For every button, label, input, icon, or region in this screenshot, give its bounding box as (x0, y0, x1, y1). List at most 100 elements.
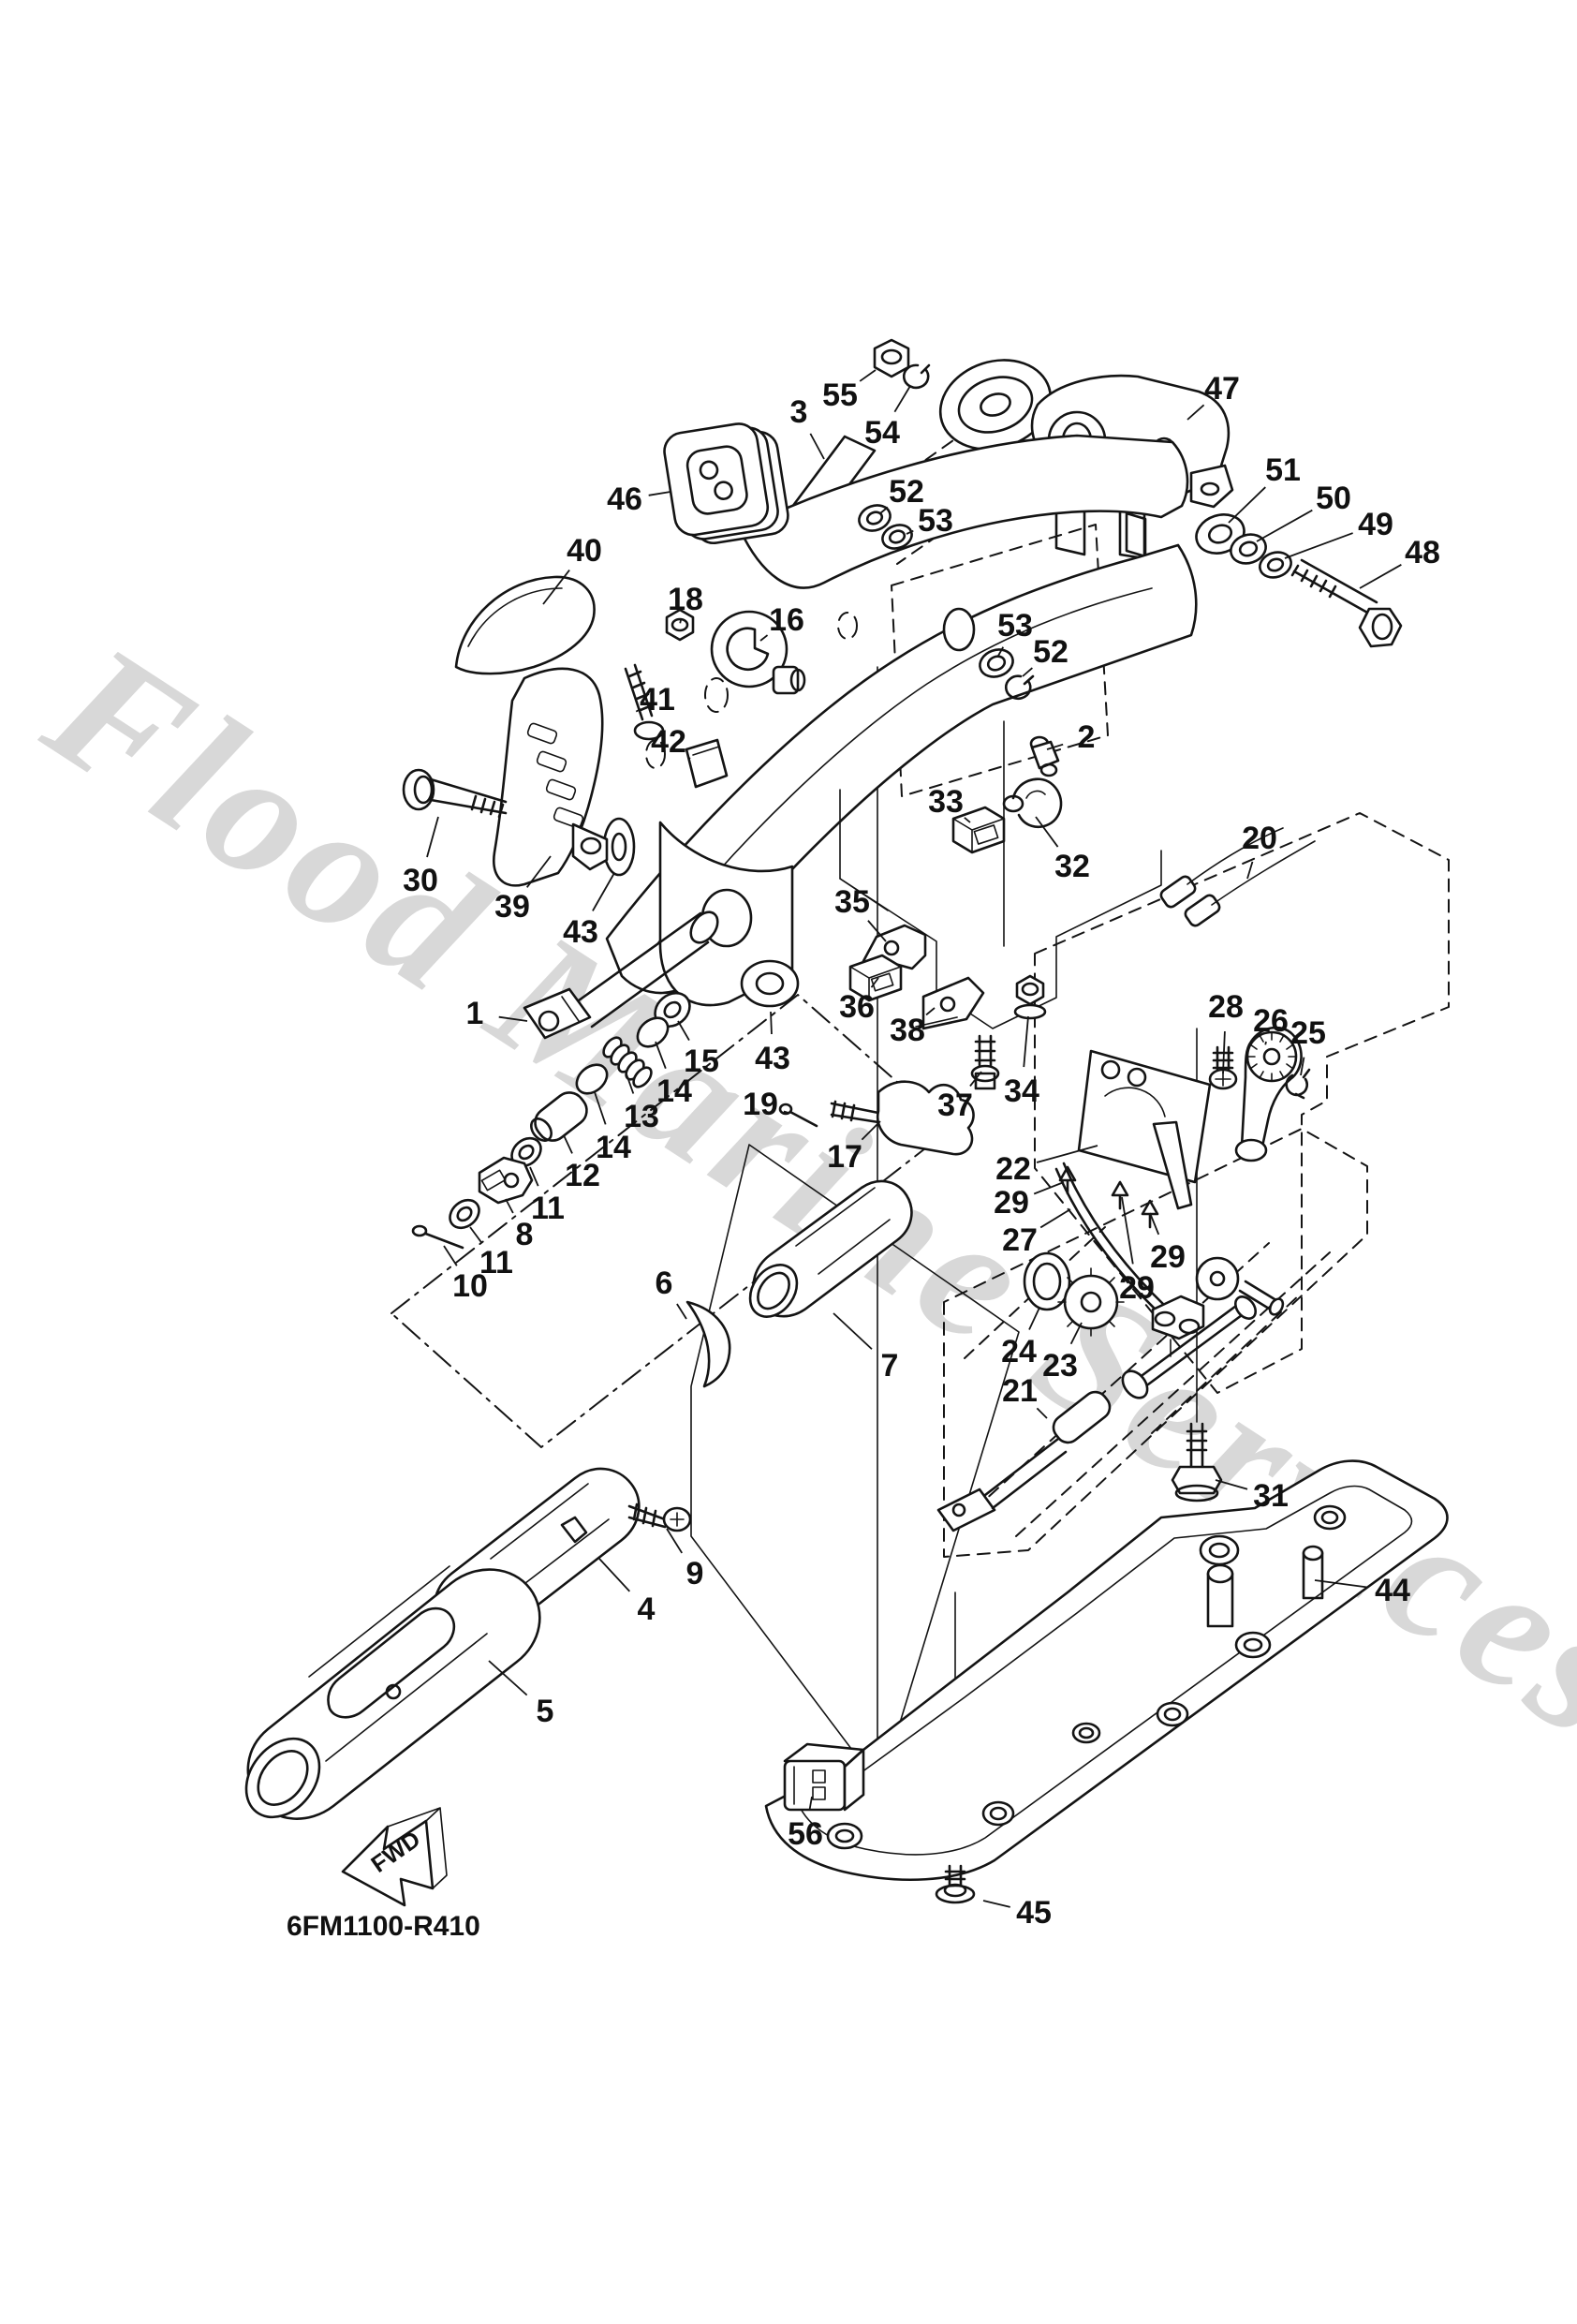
callout-53: 53 (918, 503, 953, 539)
callout-41: 41 (640, 682, 675, 718)
callout-leader-29 (1033, 1181, 1065, 1195)
callout-2: 2 (1078, 719, 1096, 755)
callout-leader-53 (906, 529, 914, 535)
callout-leader-50 (1256, 509, 1313, 542)
callout-leader-25 (1300, 1057, 1305, 1076)
callout-26: 26 (1253, 1003, 1289, 1039)
callout-leader-31 (1215, 1479, 1248, 1490)
callout-leader-1 (498, 1015, 528, 1022)
lever-grip-ridges (526, 722, 584, 829)
part-8-cam (478, 1156, 534, 1205)
part-45-screw (935, 1864, 976, 1904)
bracket-lug (1189, 464, 1234, 509)
callout-leader-27 (1039, 1208, 1071, 1229)
callout-32: 32 (1054, 849, 1090, 884)
callout-leader-46 (648, 491, 671, 496)
part-41-screw (624, 663, 665, 741)
lever-dome-40 (454, 575, 596, 675)
callout-leader-37 (969, 1071, 982, 1088)
callout-47: 47 (1204, 371, 1240, 407)
part-55-nut (873, 338, 910, 378)
housing-top-cover (738, 434, 1189, 589)
callout-leader-22 (1036, 1145, 1098, 1163)
callout-leader-30 (426, 816, 439, 858)
tray-bosses (826, 1504, 1347, 1850)
callout-34: 34 (1004, 1073, 1039, 1109)
callout-leader-15 (677, 1020, 690, 1041)
part-harness (1159, 827, 1316, 927)
lever-boss (571, 822, 609, 871)
callout-leader-49 (1284, 532, 1353, 559)
part-14-washer-b (575, 1063, 609, 1095)
part-30-bolt (402, 768, 508, 819)
callout-leader-41 (635, 708, 641, 713)
part-chassis-plate (839, 789, 1162, 1029)
callout-4: 4 (638, 1591, 656, 1627)
part-5-grip (244, 1565, 541, 1820)
callout-leader-42 (686, 756, 691, 760)
callout-leader-26 (1264, 1041, 1267, 1045)
callout-leader-3 (809, 433, 825, 460)
callout-leader-29 (1149, 1212, 1160, 1236)
callout-leader-5 (488, 1660, 528, 1696)
callout-5: 5 (537, 1694, 554, 1729)
part-26-crank-gear (1234, 1026, 1303, 1162)
callout-17: 17 (827, 1139, 862, 1175)
callout-11: 11 (479, 1245, 513, 1280)
callout-23: 23 (1042, 1348, 1078, 1384)
part-14-washer-a (636, 1016, 670, 1048)
drawing-code: 6FM1100-R410 (287, 1911, 480, 1942)
part-21-throttle-cable (936, 1295, 1257, 1532)
callout-46: 46 (607, 481, 642, 517)
callout-leader-2 (1046, 743, 1064, 750)
callout-16: 16 (769, 602, 804, 638)
callout-leader-12 (563, 1134, 573, 1154)
part-51-50-49-washers (1195, 513, 1292, 579)
callout-leader-43 (770, 1011, 773, 1035)
callout-leader-44 (1314, 1579, 1369, 1589)
callout-11: 11 (531, 1191, 565, 1226)
callout-leader-38 (925, 1007, 936, 1016)
callout-leader-17 (861, 1120, 881, 1141)
callout-22: 22 (995, 1151, 1031, 1187)
callout-45: 45 (1016, 1895, 1052, 1931)
part-25-clip (1285, 1068, 1311, 1100)
callout-49: 49 (1358, 507, 1393, 542)
callout-leader-54 (893, 385, 911, 413)
callout-54: 54 (864, 415, 900, 451)
part-56-connector (783, 1742, 865, 1812)
callout-29: 29 (1119, 1270, 1155, 1306)
callout-43: 43 (563, 914, 598, 950)
callout-leader-21 (1036, 1407, 1048, 1419)
callout-52: 52 (1033, 634, 1069, 670)
callout-52: 52 (889, 474, 924, 510)
part-43-bushing-mid (740, 959, 800, 1008)
part-34-nut-washer (1013, 974, 1047, 1020)
roller-bore (980, 392, 1011, 417)
callout-27: 27 (1002, 1222, 1038, 1258)
callout-50: 50 (1316, 481, 1351, 516)
part-48-bolt (1290, 558, 1403, 648)
callout-leader-32 (1035, 816, 1059, 848)
callout-40: 40 (567, 533, 602, 569)
callout-leader-53 (997, 646, 1005, 657)
nut-bore (880, 348, 903, 365)
callout-35: 35 (834, 884, 870, 920)
callout-leader-36 (870, 977, 879, 988)
callout-43: 43 (755, 1041, 790, 1076)
callout-13: 13 (624, 1099, 659, 1134)
callout-6: 6 (656, 1266, 673, 1301)
part-10-pin (411, 1224, 464, 1250)
callout-leader-33 (964, 817, 971, 823)
callout-10: 10 (452, 1268, 488, 1304)
part-31-bolt (1171, 1422, 1223, 1502)
fwd-arrow-icon: FWD (341, 1807, 448, 1907)
callout-37: 37 (937, 1088, 973, 1123)
callout-56: 56 (788, 1816, 823, 1852)
part-46-damper (663, 422, 789, 545)
roller-mid (957, 376, 1034, 434)
part-44-bottom-cover (764, 1459, 1449, 1882)
frame-dashed-box-20 (1034, 812, 1450, 1394)
